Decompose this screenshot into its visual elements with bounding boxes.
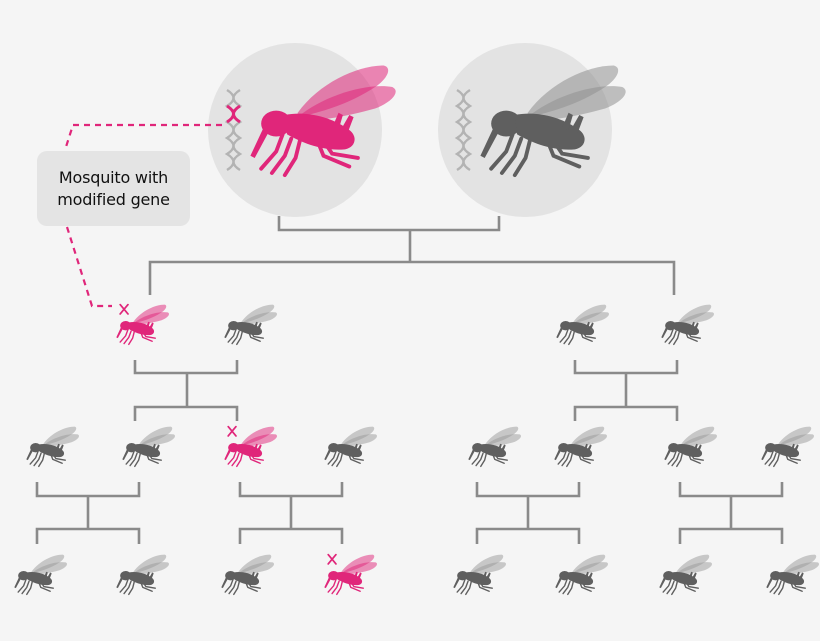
mosquito-icon-normal-gen2-4: [324, 426, 377, 468]
callout-leader-line: [63, 123, 222, 308]
mosquito-icon-normal-gen2-1: [26, 426, 79, 468]
mosquito-icon-normal-gen2-2: [122, 426, 175, 468]
mosquito-icon-normal-gen2-8: [761, 426, 814, 468]
mosquito-icon-normal-gen1-2: [224, 304, 277, 346]
chromosome-marker-icon: [327, 553, 337, 565]
family-tree-connectors: [35, 216, 784, 544]
mosquito-icon-normal-gen3-8: [766, 554, 819, 596]
dna-icon-modified: [224, 88, 243, 172]
callout-line-1: Mosquito with: [58, 167, 169, 187]
dna-icon-normal: [454, 88, 473, 172]
mosquito-icon-normal-gen3-3: [221, 554, 274, 596]
mosquito-icon-normal-gen2-5: [468, 426, 521, 468]
mosquito-icon-normal-gen3-6: [555, 554, 608, 596]
chromosome-marker-icon: [227, 425, 237, 437]
mosquito-icon-normal-gen2-6: [554, 426, 607, 468]
mosquito-icon-normal-gen3-7: [659, 554, 712, 596]
mosquito-icon-normal-gen3-2: [116, 554, 169, 596]
mosquito-icon-normal-gen1-4: [661, 304, 714, 346]
mosquito-icon-normal-gen3-1: [14, 554, 67, 596]
mosquito-icon-normal-gen3-5: [453, 554, 506, 596]
mosquito-icon-modified-gen1-1: [116, 303, 169, 346]
callout-line-2: modified gene: [57, 189, 170, 209]
offspring-mosquitoes: [14, 303, 819, 596]
mosquito-icon-normal-gen2-7: [664, 426, 717, 468]
mosquito-icon-modified-gen3-4: [324, 553, 377, 596]
mosquito-icon-normal-gen1-3: [556, 304, 609, 346]
callout-modified-gene: Mosquito with modified gene: [37, 151, 190, 226]
chromosome-marker-icon: [119, 303, 129, 315]
mosquito-icon-modified-gen2-3: [224, 425, 277, 468]
